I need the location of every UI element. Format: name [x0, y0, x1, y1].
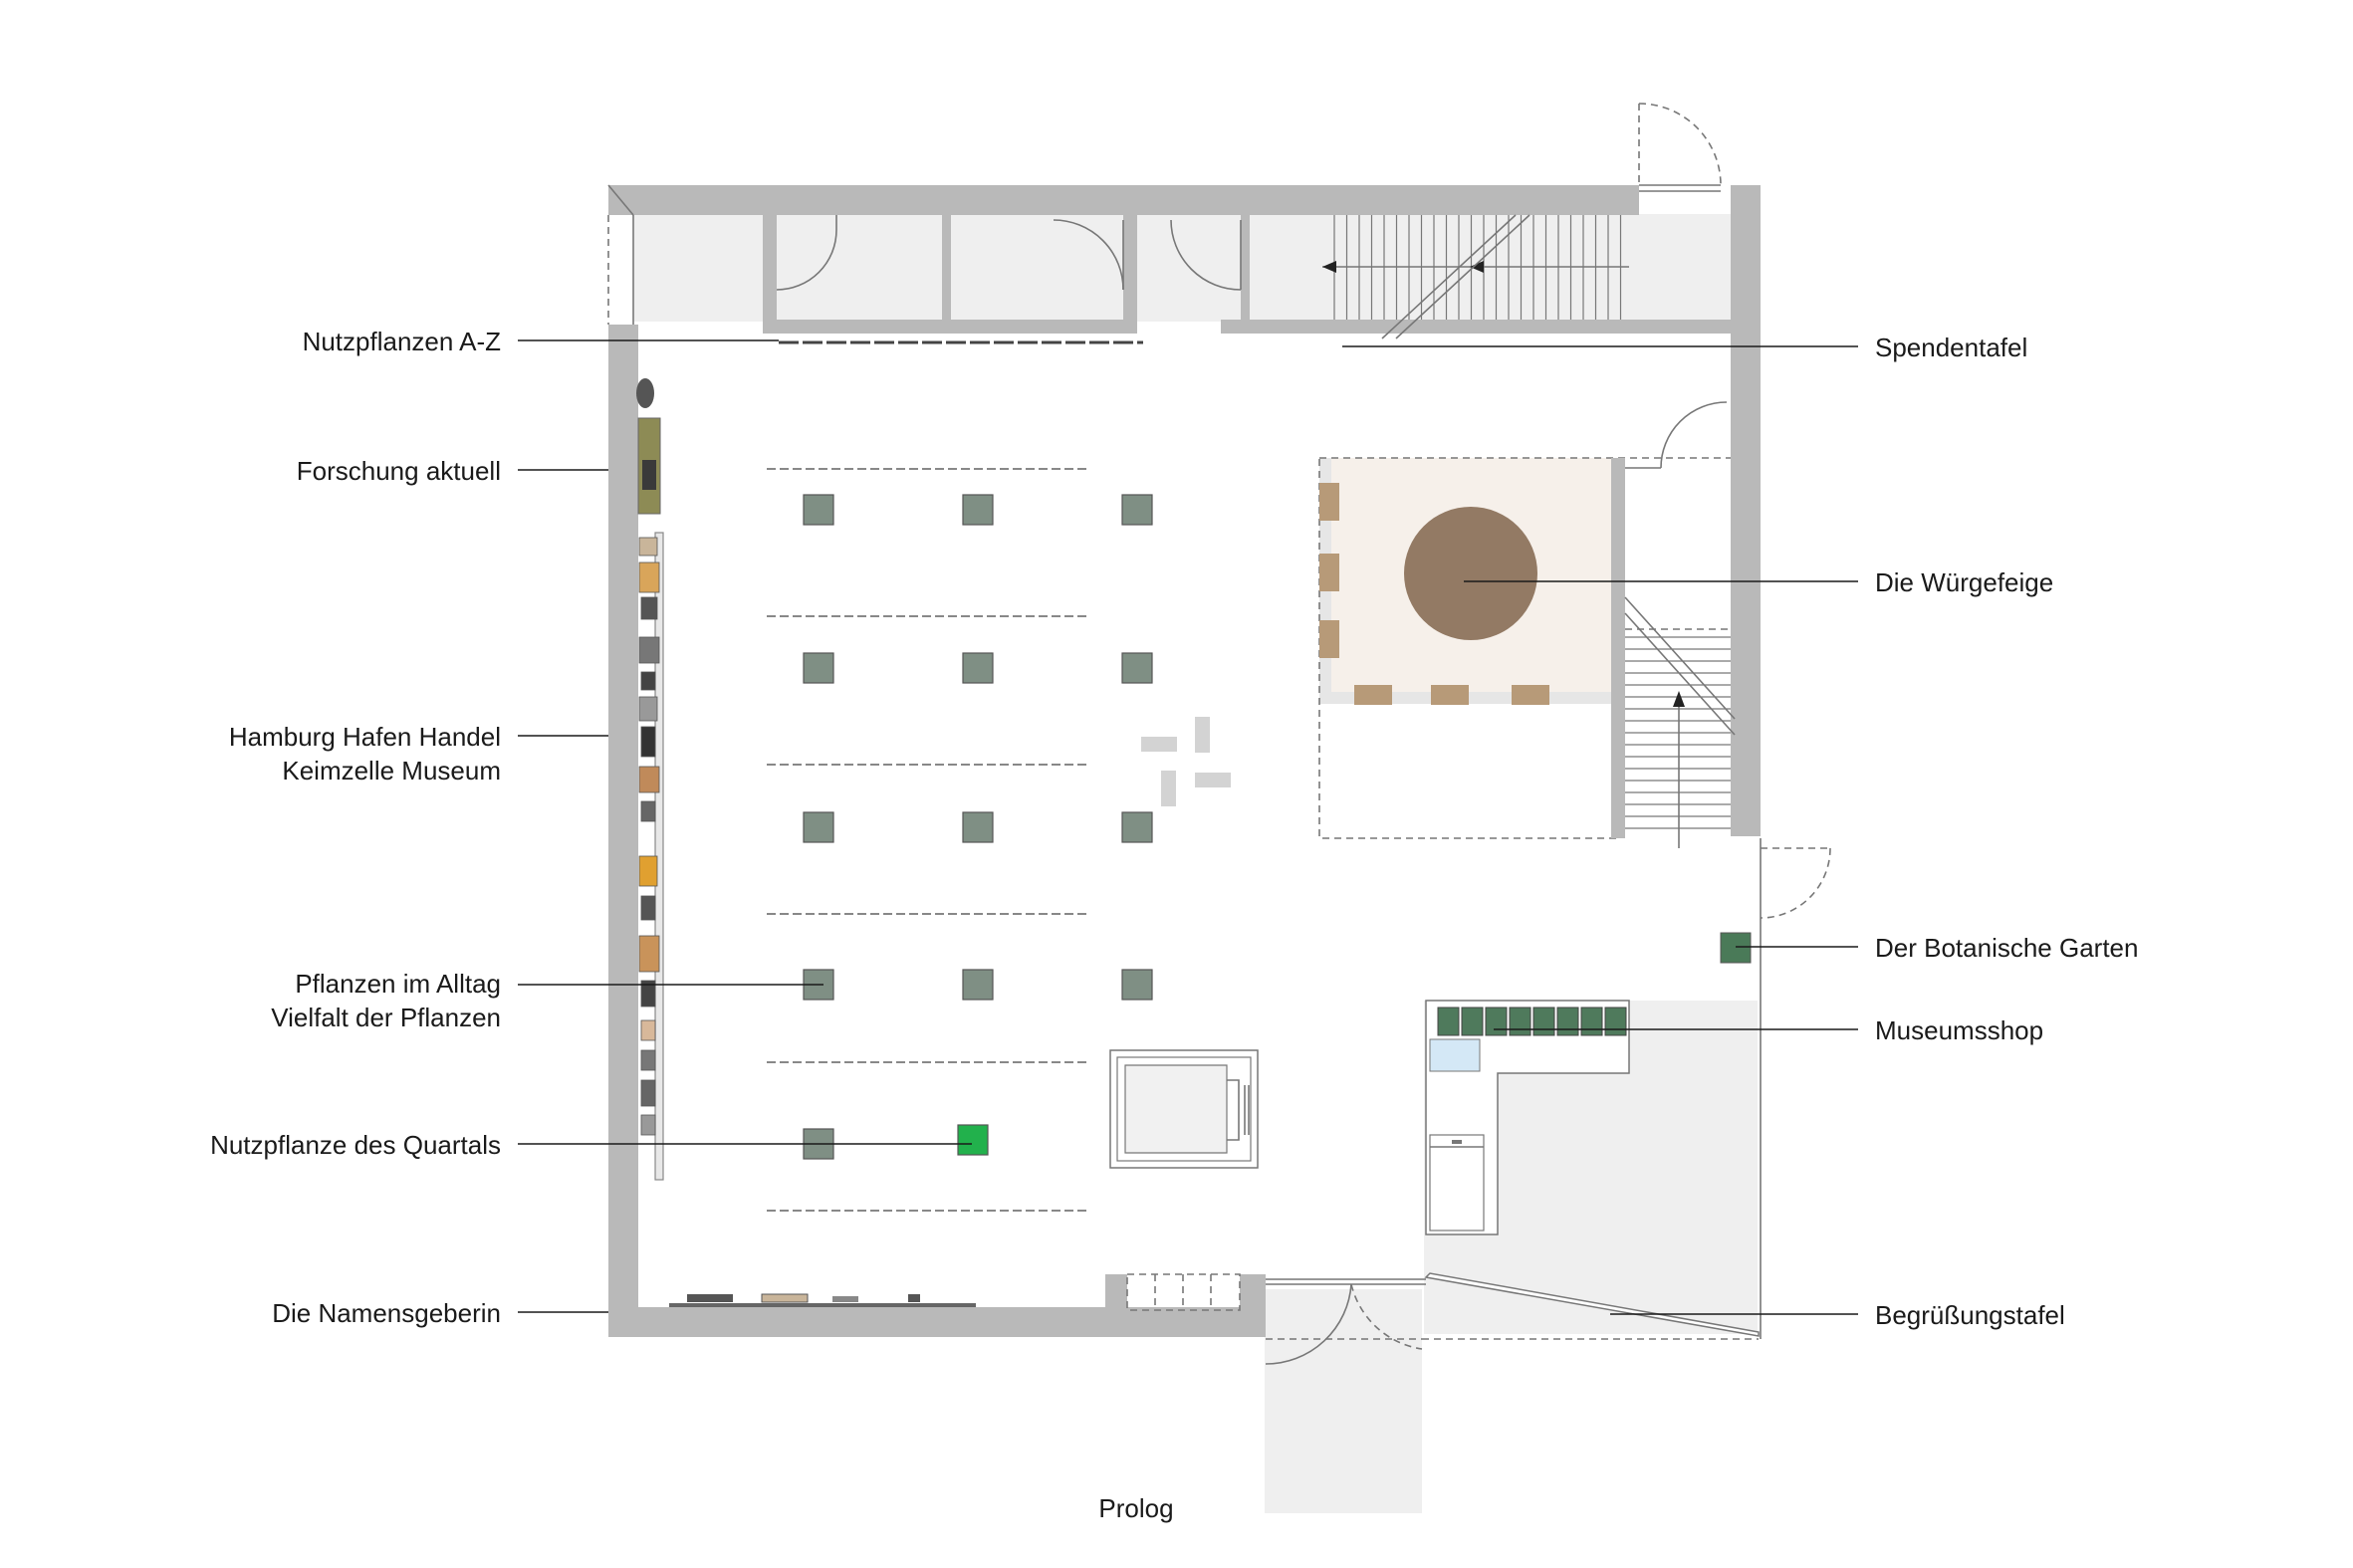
top-corridor-zone — [633, 214, 1731, 322]
quartal-display-case — [957, 1124, 989, 1156]
bottom-window-and-entrance — [1126, 1273, 1759, 1365]
top-staircase — [1322, 214, 1629, 339]
shop-shelf — [1556, 1007, 1579, 1036]
label-die-wuergefeige: Die Würgefeige — [1875, 567, 2053, 597]
wall-exhibit-item — [640, 1114, 656, 1136]
display-case — [1121, 494, 1153, 526]
wall-exhibit-item — [638, 537, 658, 557]
wall-exhibit-item — [640, 671, 656, 691]
floor-markers — [1141, 717, 1231, 806]
label-keimzelle-museum: Keimzelle Museum — [282, 756, 501, 785]
welcome-panel — [1424, 1272, 1760, 1337]
fig-benches — [1319, 483, 1549, 705]
display-case — [962, 494, 994, 526]
display-cases — [803, 494, 1153, 1160]
top-left-recess — [607, 184, 634, 325]
label-spendentafel: Spendentafel — [1875, 333, 2027, 362]
display-case — [803, 652, 834, 684]
shop-shelf — [1485, 1007, 1508, 1036]
left-wall-exhibits — [636, 378, 664, 1181]
right-exterior-door — [1760, 838, 1831, 1339]
label-vielfalt-der-pflanzen: Vielfalt der Pflanzen — [271, 1003, 501, 1032]
wall-exhibit-item — [640, 1049, 656, 1071]
leader-lines — [518, 339, 1858, 1315]
display-case — [1121, 969, 1153, 1001]
wall-exhibit-item — [640, 1019, 656, 1041]
wuergefeige-area — [1318, 457, 1731, 839]
wall-exhibit-item — [638, 935, 660, 973]
wall-exhibit-item — [640, 596, 658, 620]
display-case — [803, 811, 834, 843]
label-die-namensgeberin: Die Namensgeberin — [272, 1298, 501, 1328]
wall-exhibit-item — [640, 726, 656, 758]
label-prolog: Prolog — [1098, 1493, 1173, 1523]
display-rails — [767, 468, 1090, 1212]
wall-exhibit-item — [638, 561, 660, 593]
shop-shelf — [1604, 1007, 1627, 1036]
right-stairwell — [1611, 401, 1736, 848]
central-exhibit — [1109, 1049, 1259, 1169]
label-der-botanische-garten: Der Botanische Garten — [1875, 933, 2138, 963]
wall-exhibit-item — [638, 766, 660, 793]
label-nutzpflanze-des-quartals: Nutzpflanze des Quartals — [210, 1130, 501, 1160]
wall-exhibit-item — [638, 696, 658, 722]
fig-tree — [1404, 507, 1537, 640]
display-case — [1121, 652, 1153, 684]
label-hamburg-hafen-handel: Hamburg Hafen Handel — [229, 722, 501, 752]
display-case — [962, 811, 994, 843]
display-case — [803, 494, 834, 526]
label-pflanzen-im-alltag: Pflanzen im Alltag — [295, 969, 501, 999]
display-case — [962, 969, 994, 1001]
wall-exhibit-item — [640, 1079, 656, 1107]
museumsshop — [1425, 1000, 1630, 1235]
botanic-garden-marker — [1720, 932, 1752, 964]
top-exterior-door — [1638, 103, 1722, 192]
top-rooms — [763, 215, 1731, 334]
display-case — [962, 652, 994, 684]
display-case — [1121, 811, 1153, 843]
wall-exhibit-item — [640, 800, 656, 822]
wall-exhibit-item — [640, 895, 656, 921]
label-forschung-aktuell: Forschung aktuell — [297, 456, 501, 486]
shop-shelf — [1437, 1007, 1460, 1036]
outer-walls — [608, 185, 1761, 1337]
namensgeberin-wall-display — [669, 1293, 976, 1307]
shop-shelf — [1461, 1007, 1484, 1036]
wall-exhibit-item — [638, 855, 658, 887]
shop-shelf — [1509, 1007, 1531, 1036]
shop-shelf — [1580, 1007, 1603, 1036]
wall-exhibit-item — [640, 980, 656, 1008]
shop-shelf — [1532, 1007, 1555, 1036]
label-nutzpflanzen-az: Nutzpflanzen A-Z — [303, 327, 502, 356]
wall-exhibit-item — [638, 636, 660, 664]
label-museumsshop: Museumsshop — [1875, 1015, 2043, 1045]
entrance-path — [1265, 1289, 1422, 1513]
label-begruessungstafel: Begrüßungstafel — [1875, 1300, 2065, 1330]
